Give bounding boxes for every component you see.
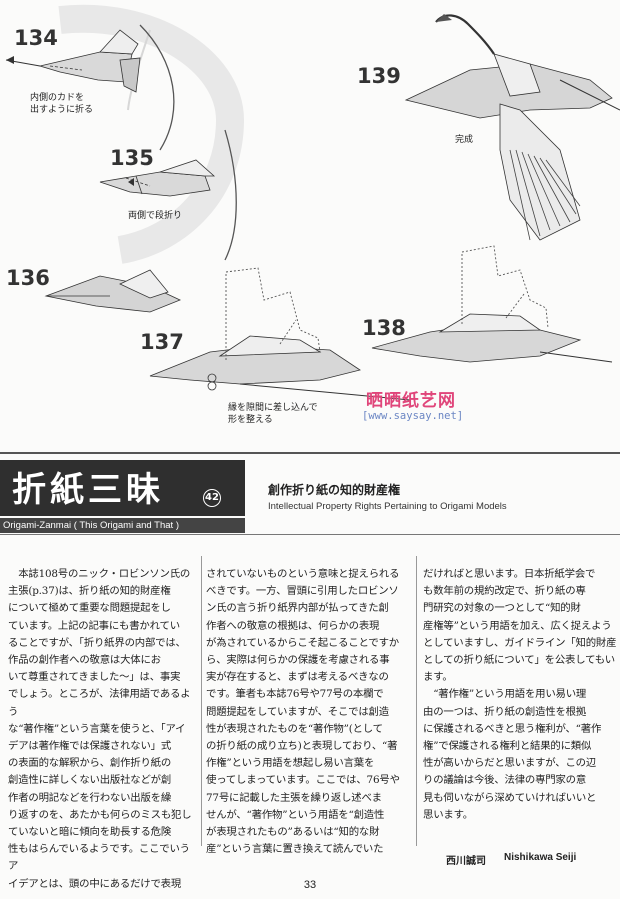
step-137-note: 縁を隙間に差し込んで 形を整える [228, 403, 318, 425]
step-138-number: 138 [362, 316, 406, 340]
article-title: 創作折り紙の知的財産権 [268, 483, 401, 497]
step-139-note: 完成 [455, 135, 474, 145]
step-135-model [99, 159, 216, 197]
column-subtitle: Origami-Zanmai ( This Origami and That ) [0, 518, 245, 533]
issue-number-badge: 42 [203, 489, 221, 507]
column-divider [201, 556, 202, 846]
step-138-model [371, 245, 613, 363]
author-name-en: Nishikawa Seiji [504, 852, 577, 863]
section-divider-bottom [0, 534, 620, 535]
article-column-1: 本誌108号のニック・ロビンソン氏の 主張(p.37)は、折り紙の知的財産権 に… [8, 568, 192, 890]
watermark-site-name: 晒晒纸艺网 [366, 391, 456, 411]
column-title: 折紙三昧 [12, 470, 164, 510]
article-subtitle: Intellectual Property Rights Pertaining … [268, 501, 507, 512]
crane-folding-diagram [5, 4, 620, 401]
watermark-url: [www.saysay.net] [362, 410, 464, 422]
section-divider-top [0, 452, 620, 454]
article-column-2: されていないものという意味と捉えられる べきです。一方、冒頭に引用したロビンソ … [206, 568, 400, 856]
step-135-note: 両側で段折り [128, 211, 183, 221]
step-135-number: 135 [110, 146, 154, 170]
author-name-jp: 西川誠司 [446, 856, 486, 867]
step-134-model [5, 29, 141, 93]
step-137-model [149, 267, 411, 401]
step-134-number: 134 [14, 26, 58, 50]
step-134-note: 内側のカドを 出すように折る [30, 93, 94, 115]
article-column-3: だければと思います。日本折紙学会で も数年前の規約改定で、折り紙の専 門研究の対… [423, 568, 617, 821]
step-139-crane [404, 14, 620, 241]
column-header-box [0, 460, 245, 516]
column-divider [416, 556, 417, 846]
step-136-number: 136 [6, 266, 50, 290]
step-139-number: 139 [357, 64, 401, 88]
page-number: 33 [303, 879, 317, 891]
step-137-number: 137 [140, 330, 184, 354]
step-136-model [44, 269, 182, 313]
origami-diagram-area: 134 内側のカドを 出すように折る 135 両側で段折り 136 137 縁を… [0, 0, 620, 448]
